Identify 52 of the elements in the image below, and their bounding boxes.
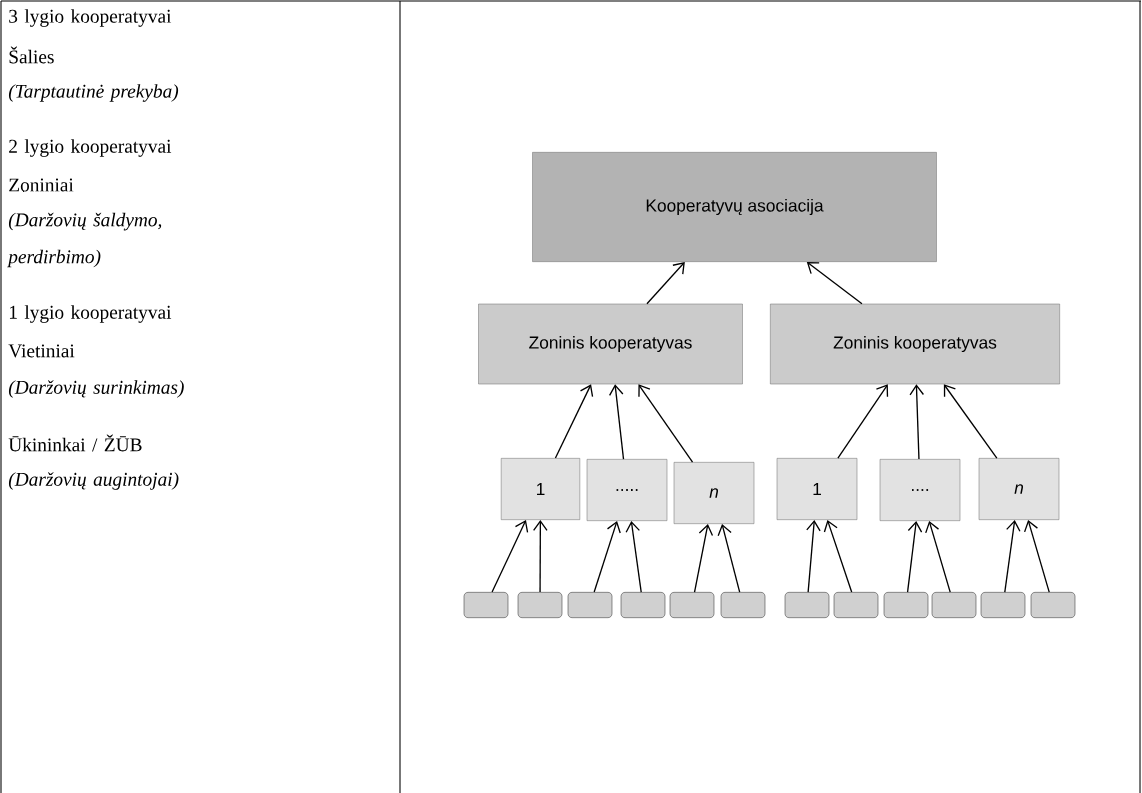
cooperative-box: 1 — [500, 458, 581, 520]
arrow — [823, 519, 853, 593]
row-label: Zoniniai — [9, 178, 74, 192]
farm-box — [980, 592, 1026, 618]
arrow — [593, 520, 621, 593]
arrow — [806, 519, 821, 593]
farm-box — [463, 592, 509, 618]
farm-box — [883, 592, 929, 618]
arrow — [925, 520, 951, 593]
arrow — [943, 384, 998, 459]
cooperative-box: Zoninis kooperatyvas — [478, 303, 743, 385]
arrow — [608, 384, 625, 460]
arrow — [693, 523, 714, 593]
farm-box — [517, 592, 563, 618]
arrow — [554, 384, 594, 459]
arrow — [717, 523, 741, 593]
arrow — [906, 520, 923, 593]
row-label: Ūkininkai / ŽŪB — [8, 434, 142, 452]
cooperative-box: 1 — [776, 458, 858, 520]
arrow — [1023, 519, 1050, 593]
arrow — [806, 261, 863, 305]
cooperative-box: ..... — [586, 459, 668, 521]
row-label: 1 lygio kooperatyvai — [9, 305, 172, 323]
cooperative-box: Zoninis kooperatyvas — [770, 303, 1060, 385]
arrow — [491, 519, 529, 593]
cooperative-box: n — [673, 462, 755, 524]
arrow — [837, 384, 889, 459]
arrow — [1004, 519, 1021, 593]
row-label: (Daržovių surinkimas) — [8, 380, 184, 398]
farm-box — [931, 592, 977, 618]
arrow — [638, 384, 694, 463]
farm-box — [1030, 592, 1076, 618]
farm-box — [620, 592, 666, 618]
row-label: Šalies — [9, 46, 54, 64]
farm-box — [784, 592, 830, 618]
farm-box — [720, 592, 766, 618]
arrow — [909, 384, 925, 460]
farm-box — [669, 592, 715, 618]
farm-box — [567, 592, 613, 618]
row-label: 2 lygio kooperatyvai — [9, 139, 172, 157]
cooperative-box: n — [978, 458, 1060, 520]
row-label: Vietiniai — [8, 344, 75, 358]
cooperative-box: .... — [879, 459, 961, 521]
association-box: Kooperatyvų asociacija — [532, 152, 937, 262]
arrow — [625, 520, 642, 593]
arrow — [533, 519, 548, 593]
row-label: (Daržovių augintojai) — [8, 472, 179, 490]
farm-box — [833, 592, 879, 618]
arrow — [646, 261, 685, 305]
row-label: (Tarptautinė prekyba) — [8, 84, 179, 102]
row-label: (Daržovių šaldymo, perdirbimo) — [7, 212, 162, 268]
row-label: 3 lygio kooperatyvai — [9, 9, 172, 27]
